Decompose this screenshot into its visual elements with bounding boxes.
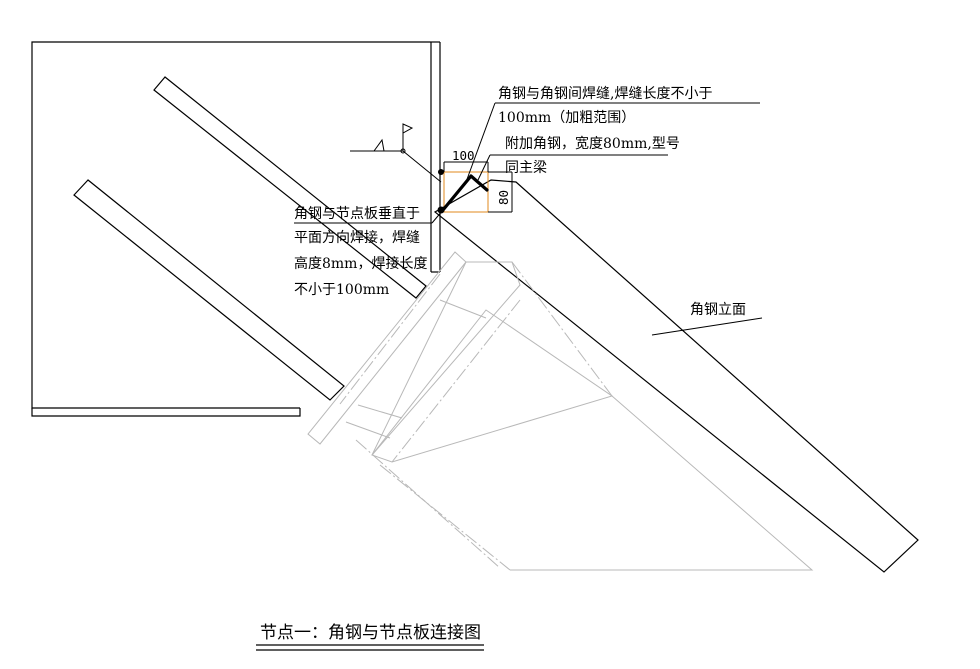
note-weld-between-angles-line2: 100mm（加粗范围） [498, 109, 635, 126]
extra-angle-detail [437, 161, 513, 214]
diagonal-members [73, 76, 427, 401]
gusset-plate [31, 41, 441, 417]
drawing-caption: 节点一：角钢与节点板连接图 [260, 623, 481, 643]
weld-bold-line [441, 174, 489, 212]
weld-node-bottom [437, 206, 445, 214]
dimension-horizontal: 100 [452, 148, 475, 163]
note-extra-angle-line2: 同主梁 [505, 160, 547, 176]
weld-node-top [438, 169, 444, 175]
note-elevation: 角钢立面 [690, 302, 746, 318]
note-plate-weld-line3: 高度8mm，焊接长度 [294, 255, 427, 272]
note-plate-weld-line1: 角钢与节点板垂直于 [294, 205, 420, 222]
note-plate-weld-line4: 不小于100mm [294, 282, 389, 298]
leader-lines [294, 102, 763, 336]
note-weld-between-angles-line1: 角钢与角钢间焊缝,焊缝长度不小于 [498, 86, 712, 102]
main-angle-elevation [433, 179, 919, 573]
dimension-vertical: 80 [496, 190, 511, 205]
caption-block: 节点一：角钢与节点板连接图 [256, 623, 484, 651]
note-extra-angle-line1: 附加角钢，宽度80mm,型号 [505, 135, 680, 152]
note-plate-weld-line2: 平面方向焊接，焊缝 [294, 229, 420, 246]
ghost-structure [307, 251, 814, 571]
weld-symbol [350, 123, 442, 183]
